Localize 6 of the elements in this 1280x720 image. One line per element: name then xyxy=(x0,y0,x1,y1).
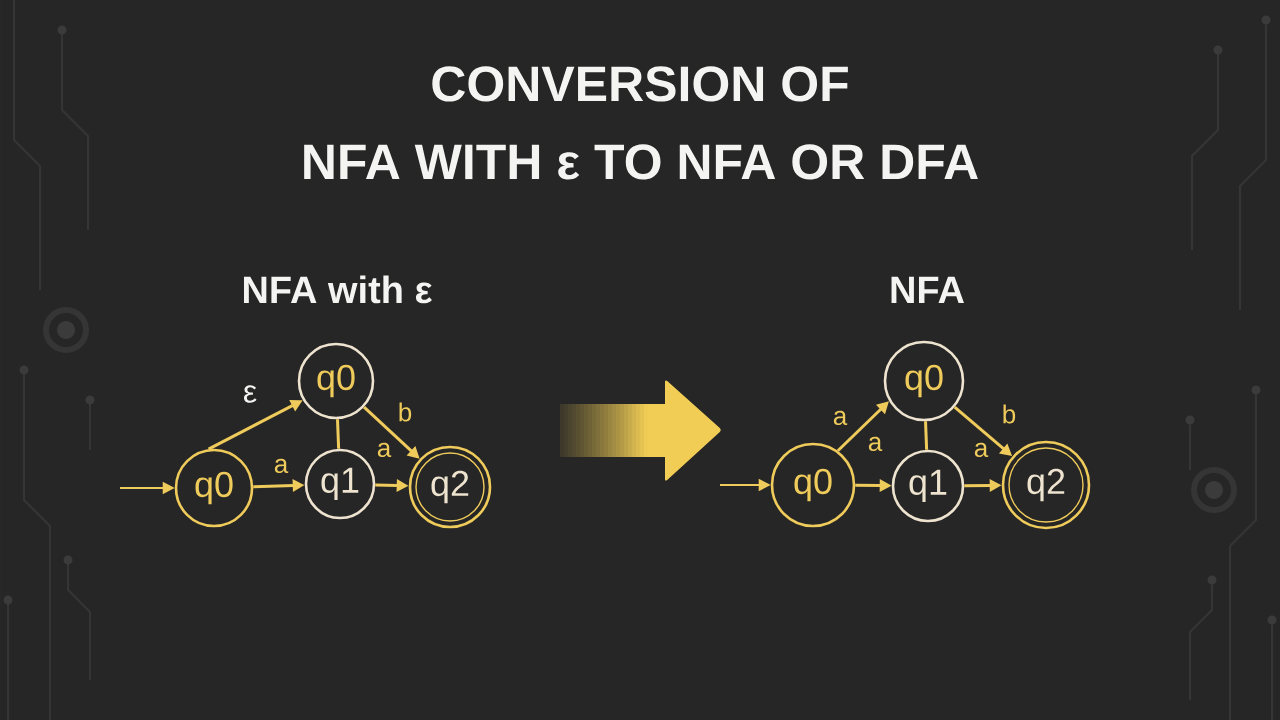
diagram-heading: NFA with ε xyxy=(244,275,432,304)
connector-line xyxy=(336,419,341,449)
arrow xyxy=(836,401,889,452)
diagram-heading: NFA xyxy=(891,276,964,303)
connector-line xyxy=(924,421,929,450)
title: CONVERSION OF NFA WITH ε TO NFA OR DFA xyxy=(304,66,978,180)
